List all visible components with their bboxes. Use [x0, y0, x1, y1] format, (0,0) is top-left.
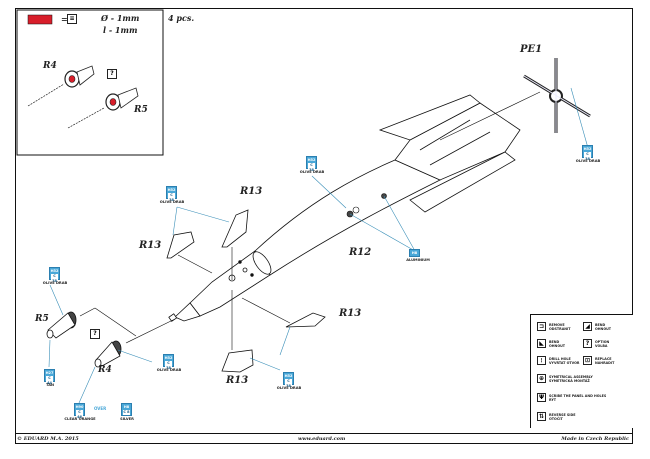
paint-name-r13-lower: OLIVE DRAB — [276, 386, 302, 390]
label-r5: R5 — [35, 314, 49, 324]
color-key-icon: ≡ — [67, 14, 77, 24]
inset-label-r4: R4 — [43, 61, 57, 71]
fin-r13-lower-right — [285, 312, 326, 328]
bend-icon: ◢ — [583, 322, 592, 331]
footer: © EDUARD M.A. 2015 www.eduard.com Made i… — [15, 433, 633, 444]
paint-leader-lines — [48, 87, 589, 404]
paint-name-r12-body: OLIVE DRAB — [299, 170, 325, 174]
part-r5 — [46, 311, 77, 339]
inset-box — [16, 9, 164, 156]
option-icon: ? — [90, 329, 100, 339]
part-r4 — [94, 340, 122, 368]
assembly-lines — [79, 91, 541, 350]
inset-label-r5: R5 — [134, 105, 148, 115]
reverse-side-icon: ⇅ — [537, 412, 546, 421]
label-r12: R12 — [349, 247, 372, 258]
replace-icon: ⊡ — [583, 356, 592, 365]
bend-reverse-icon: ◣ — [537, 339, 546, 348]
paint-name-r12-aluminium: ALUMINIUM — [406, 258, 430, 262]
color-key-equals: = — [61, 14, 68, 24]
paint-name-r5-tip: TAN — [46, 383, 54, 387]
label-r13-upper-right: R13 — [240, 186, 263, 197]
label-r4: R4 — [98, 365, 112, 375]
remove-icon: ⊐ — [537, 322, 546, 331]
quantity-note: 4 pcs. — [168, 13, 195, 23]
paint-name-r4-lens: CLEAR ORANGE — [64, 417, 96, 421]
paint-name-r5-body: OLIVE DRAB — [42, 281, 68, 285]
drill-hole-icon: ⦙ — [537, 356, 546, 365]
footer-website: www.eduard.com — [298, 436, 346, 442]
paint-name-r13-upper: OLIVE DRAB — [159, 200, 185, 204]
scale-note-diameter: Ø - 1mm — [101, 13, 140, 23]
label-r13-lower-left: R13 — [226, 375, 249, 386]
paint-name-pe1: OLIVE DRAB — [575, 159, 601, 163]
option-icon: ? — [583, 339, 592, 348]
inset-option-icon: ? — [107, 69, 117, 79]
label-r13-upper-left: R13 — [139, 240, 162, 251]
missile-body-r12 — [168, 94, 521, 322]
paint-name-r4-silver: SILVER — [120, 417, 134, 421]
fin-r13-upper-right — [221, 209, 249, 248]
footer-made-in: Made in Czech Republic — [561, 436, 629, 442]
inset-part-r4 — [27, 65, 95, 107]
symmetrical-assembly-icon: ⊕ — [537, 374, 546, 383]
fin-r13-lower-left — [221, 349, 254, 373]
paint-name-r4-body: OLIVE DRAB — [156, 368, 182, 372]
footer-copyright: © EDUARD M.A. 2015 — [17, 436, 79, 442]
paint-chip-r12-aluminium: H8 — [409, 249, 420, 257]
label-r13-lower-right: R13 — [339, 308, 362, 319]
instruction-sheet-frame — [15, 8, 633, 444]
scale-note-length: l - 1mm — [103, 25, 138, 35]
paint-over-note: OVER — [94, 406, 107, 411]
red-key-swatch — [27, 14, 53, 25]
label-pe1: PE1 — [520, 44, 543, 55]
scribe-icon: Ψ — [537, 393, 546, 402]
fin-r13-upper-left — [166, 231, 195, 259]
inset-part-r5 — [67, 87, 139, 129]
